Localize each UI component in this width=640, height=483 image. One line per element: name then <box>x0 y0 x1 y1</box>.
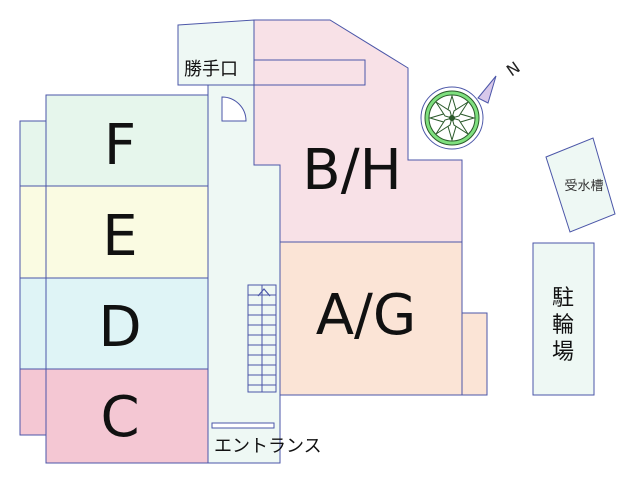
bicycle-parking-label-1: 駐 <box>552 286 574 311</box>
bicycle-parking-label-2: 輪 <box>552 313 574 338</box>
unit-bh-step <box>254 59 366 86</box>
door-arc <box>221 96 247 122</box>
unit-label-bh: B/H <box>302 138 401 203</box>
entrance-threshold <box>211 422 275 429</box>
side-strip-d <box>19 277 47 370</box>
compass-north-label: N <box>503 58 524 80</box>
entrance-label: エントランス <box>214 436 322 457</box>
water-tank-label: 受水槽 <box>564 179 603 194</box>
side-strip-c <box>19 368 47 436</box>
water-tank <box>545 137 616 233</box>
unit-c <box>45 368 209 464</box>
unit-label-e: E <box>102 204 137 269</box>
unit-label-ag: A/G <box>316 283 417 348</box>
unit-label-c: C <box>100 385 139 450</box>
unit-e <box>45 185 209 279</box>
unit-label-d: D <box>98 295 141 360</box>
unit-d <box>45 277 209 370</box>
bicycle-parking-label-3: 場 <box>552 340 574 365</box>
unit-f <box>45 94 209 187</box>
bicycle-parking <box>532 242 595 396</box>
compass-icon <box>420 75 497 150</box>
side-strip-e <box>19 185 47 279</box>
unit-label-f: F <box>104 113 136 178</box>
back-door-label: 勝手口 <box>184 59 238 80</box>
unit-bh <box>253 19 463 243</box>
staircase <box>247 284 277 393</box>
side-strip-f <box>19 120 47 187</box>
unit-ag-annex <box>461 312 488 396</box>
